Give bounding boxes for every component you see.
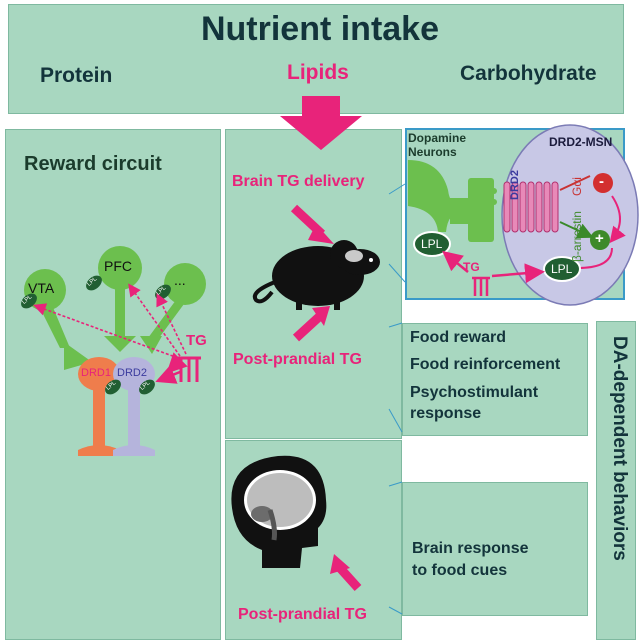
brain-tg-delivery-label: Brain TG delivery (232, 173, 365, 190)
ellipsis-label: ... (174, 272, 186, 288)
behavior-food-reinforcement: Food reinforcement (410, 356, 561, 373)
behavior-food-reward: Food reward (410, 329, 507, 346)
reward-tg-label: TG (186, 332, 207, 349)
drd2-label: DRD2 (117, 367, 147, 379)
lipids-down-arrow (280, 96, 362, 150)
minus-label: - (599, 173, 604, 190)
postprandial-arrow-1 (292, 312, 324, 342)
minus-circle (593, 173, 613, 193)
drd2-msn-label: DRD2-MSN (549, 135, 613, 149)
tg-dotted-lines (32, 283, 187, 359)
plus-label: + (595, 230, 604, 247)
drd2-msn-cell (501, 124, 639, 306)
pfc-neuron (98, 246, 142, 352)
dopamine-vesicles (482, 188, 497, 205)
tg-receptor-synapse-icon (472, 276, 490, 296)
da-dependent-label: DA-dependent behaviors (609, 336, 630, 561)
brain-response-box (402, 482, 588, 616)
beta-arrestin-label: β-arrestin (570, 211, 584, 262)
tg-to-lpl-arrow-left (442, 250, 469, 273)
nutrient-protein: Protein (40, 64, 113, 87)
human-head-illustration (231, 455, 327, 568)
g-alpha-i-label: Gαi (570, 177, 584, 196)
food-behaviors-box (402, 323, 588, 436)
page-title: Nutrient intake (200, 10, 440, 48)
behavior-psychostimulant: Psychostimulant (410, 384, 539, 401)
brain-response-line-1: Brain response (412, 540, 529, 557)
connector-lines (388, 183, 406, 615)
nutrient-lipids: Lipids (287, 61, 349, 84)
brain-response-line-2: to food cues (412, 562, 508, 579)
lpl-dopamine-label: LPL (421, 237, 443, 251)
nutrient-intake-panel (8, 4, 624, 114)
tg-receptor-icon (177, 356, 201, 382)
ellipsis-neuron (140, 263, 206, 354)
drd2-receptor-label: DRD2 (509, 170, 521, 200)
pfc-label: PFC (104, 258, 132, 274)
dopamine-label-2: Neurons (408, 145, 457, 159)
galpha-arrow (559, 175, 591, 191)
tg-solid-arrows (155, 352, 188, 384)
feedback-curve (609, 195, 626, 244)
lpl-to-receptor-curve (577, 247, 613, 269)
dopamine-neuron-shape (408, 160, 494, 242)
tg-to-lpl-arrow-right (491, 263, 545, 284)
postprandial-arrowhead-2 (330, 554, 350, 574)
post-prandial-tg-label-2: Post-prandial TG (238, 606, 367, 623)
postprandial-arrowhead-1 (312, 306, 330, 326)
post-prandial-tg-label-1: Post-prandial TG (233, 351, 362, 368)
arrestin-arrow (559, 221, 594, 239)
dopamine-label-1: Dopamine (408, 131, 467, 145)
drd2-receptor (503, 181, 559, 233)
drd1-label: DRD1 (81, 367, 111, 379)
da-dependent-panel (596, 321, 636, 640)
postprandial-arrow-2 (336, 564, 362, 592)
brain-tg-arrowhead (308, 224, 334, 244)
mouse-illustration (252, 240, 380, 310)
synapse-tg-label: TG (463, 260, 480, 274)
lpl-msn-label: LPL (551, 262, 573, 276)
lpl-dopamine-oval (413, 231, 451, 257)
vta-label: VTA (28, 280, 55, 296)
plus-circle (590, 230, 610, 250)
behavior-psychostimulant-response: response (410, 405, 482, 422)
nutrient-carbohydrate: Carbohydrate (460, 62, 597, 85)
reward-circuit-title: Reward circuit (24, 153, 162, 175)
